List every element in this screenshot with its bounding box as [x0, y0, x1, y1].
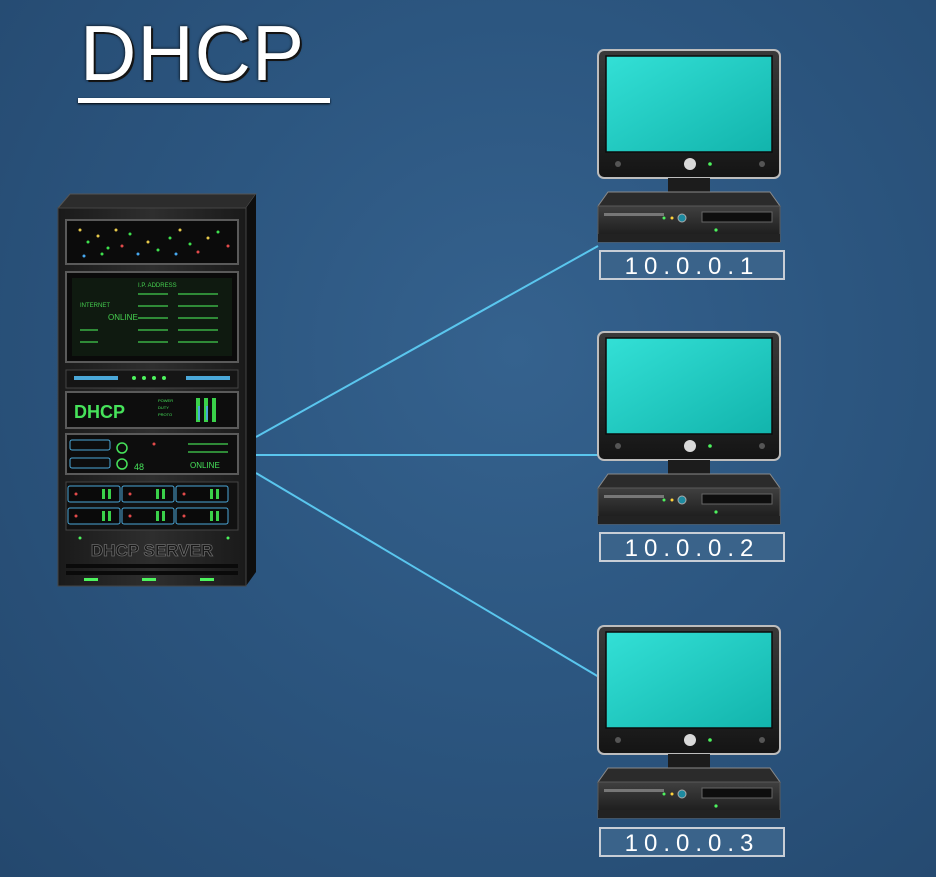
ip-label-3: 10.0.0.3 [599, 827, 785, 857]
online-status: ONLINE [108, 313, 138, 322]
computer-1 [597, 49, 781, 243]
temperature-value: 48 [134, 462, 144, 472]
panel-small-3: PROTO [158, 412, 172, 417]
link-line-1 [255, 245, 599, 438]
ip-address-header: I.P. ADDRESS [138, 283, 177, 289]
link-line-3 [255, 472, 605, 681]
ip-label-2: 10.0.0.2 [599, 532, 785, 562]
server-footer-label: DHCP SERVER [91, 541, 213, 560]
computer-2 [597, 331, 781, 525]
server-rack-icon: I.P. ADDRESS INTERNET ONLINE DHCP POWER … [56, 193, 257, 587]
drive-bays [67, 485, 229, 525]
online-status-2: ONLINE [190, 461, 220, 470]
internet-label: INTERNET [80, 303, 110, 309]
page-title: DHCP [80, 9, 306, 97]
server-panel-label: DHCP [74, 402, 125, 422]
ip-label-1: 10.0.0.1 [599, 250, 785, 280]
computer-3 [597, 625, 781, 819]
panel-small-1: POWER [158, 398, 173, 403]
panel-small-2: DUTY [158, 405, 169, 410]
title-underline [78, 98, 330, 103]
